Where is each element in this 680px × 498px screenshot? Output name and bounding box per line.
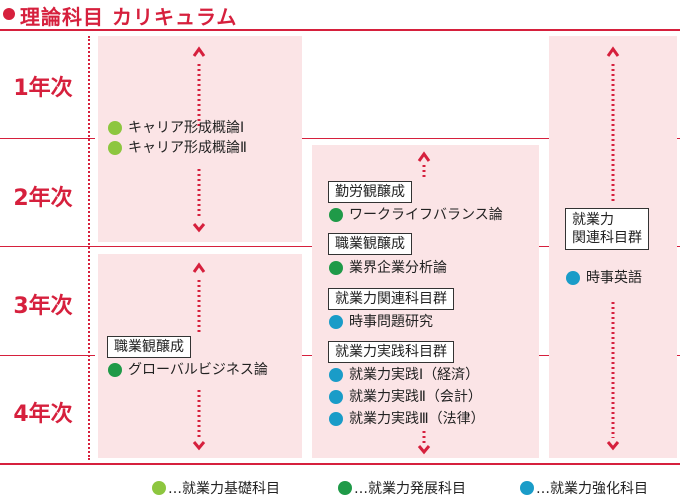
blue-dot-icon — [329, 315, 343, 329]
year-column-divider — [88, 36, 90, 460]
green-dot-icon — [338, 481, 352, 495]
list-item: 就業力実践Ⅱ（会計） — [329, 387, 482, 407]
course-box-year1-2: キャリア形成概論Ⅰ キャリア形成概論Ⅱ — [98, 36, 302, 242]
list-item: グローバルビジネス論 — [108, 360, 268, 380]
course-box-right: 就業力 関連科目群 時事英語 — [549, 36, 677, 458]
list-item: 業界企業分析論 — [329, 258, 447, 278]
double-arrow-icon — [606, 46, 620, 451]
page-title: 理論科目 カリキュラム — [20, 5, 238, 29]
top-rule — [0, 29, 680, 31]
group-tag: 就業力実践科目群 — [328, 341, 454, 363]
group-tag: 勤労観醸成 — [328, 181, 412, 203]
blue-dot-icon — [329, 412, 343, 426]
double-arrow-icon — [192, 46, 206, 233]
list-item: キャリア形成概論Ⅰ — [108, 118, 247, 138]
list-item: 就業力実践Ⅲ（法律） — [329, 409, 485, 429]
row-divider-1b — [302, 138, 680, 139]
legend-item-basic: …就業力基礎科目 — [152, 478, 280, 498]
year-label-2: 2年次 — [13, 186, 73, 211]
group-tag: 職業観醸成 — [328, 233, 412, 255]
course-box-middle: 勤労観醸成 ワークライフバランス論 職業観醸成 業界企業分析論 就業力関連科目群… — [312, 145, 539, 458]
list-item: 時事問題研究 — [329, 312, 433, 332]
group-tag: 就業力 関連科目群 — [565, 208, 649, 250]
blue-dot-icon — [329, 390, 343, 404]
title-bullet-icon — [3, 8, 15, 20]
blue-dot-icon — [520, 481, 534, 495]
legend-item-develop: …就業力発展科目 — [338, 478, 466, 498]
green-dot-icon — [329, 261, 343, 275]
list-item: ワークライフバランス論 — [329, 205, 503, 225]
group-tag: 職業観醸成 — [107, 336, 191, 358]
list-item: 就業力実践Ⅰ（経済） — [329, 365, 479, 385]
row-divider-3 — [0, 355, 95, 356]
green-dot-icon — [108, 363, 122, 377]
list-item: キャリア形成概論Ⅱ — [108, 138, 247, 158]
green-dot-icon — [329, 208, 343, 222]
list-item: 時事英語 — [566, 268, 642, 288]
bottom-rule — [0, 463, 680, 465]
light-green-dot-icon — [108, 141, 122, 155]
year-label-3: 3年次 — [13, 294, 73, 319]
course-list-1: キャリア形成概論Ⅰ キャリア形成概論Ⅱ — [108, 118, 247, 158]
year-label-1: 1年次 — [13, 76, 73, 101]
light-green-dot-icon — [108, 121, 122, 135]
course-box-year3-4: 職業観醸成 グローバルビジネス論 — [98, 254, 302, 458]
row-divider-1 — [0, 138, 95, 139]
year-label-4: 4年次 — [13, 402, 73, 427]
legend-item-strengthen: …就業力強化科目 — [520, 478, 648, 498]
group-tag: 就業力関連科目群 — [328, 288, 454, 310]
up-arrow-icon — [417, 151, 431, 177]
blue-dot-icon — [329, 368, 343, 382]
blue-dot-icon — [566, 271, 580, 285]
light-green-dot-icon — [152, 481, 166, 495]
down-arrow-icon — [417, 431, 431, 455]
double-arrow-icon — [192, 262, 206, 451]
